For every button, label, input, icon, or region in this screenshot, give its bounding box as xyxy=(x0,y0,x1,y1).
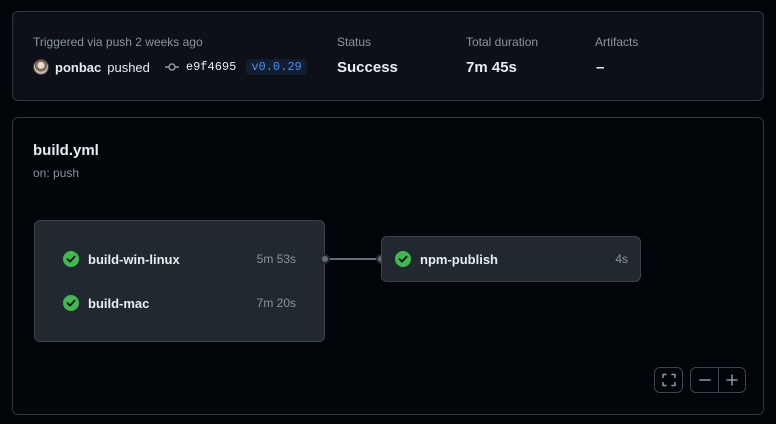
action-text: pushed xyxy=(107,59,150,75)
actor-link[interactable]: ponbac xyxy=(55,59,102,75)
job-name: build-mac xyxy=(88,295,150,311)
job-build-win-linux[interactable]: build-win-linux xyxy=(63,250,180,268)
workflow-trigger: on: push xyxy=(33,166,80,180)
status-label: Status xyxy=(337,35,372,49)
duration-value: 7m 45s xyxy=(466,59,517,76)
check-circle-fill-icon xyxy=(63,251,79,267)
check-circle-fill-icon xyxy=(63,295,79,311)
artifacts-value: – xyxy=(596,59,605,76)
plus-icon xyxy=(726,374,738,386)
duration-label: Total duration xyxy=(466,35,539,49)
job-npm-publish[interactable]: npm-publish xyxy=(395,250,498,268)
avatar[interactable] xyxy=(33,59,49,75)
job-duration: 4s xyxy=(615,252,628,266)
status-value: Success xyxy=(337,59,398,76)
zoom-controls xyxy=(690,367,746,393)
tag-badge[interactable]: v0.0.29 xyxy=(246,59,307,75)
commit-sha-link[interactable]: e9f4695 xyxy=(185,60,237,74)
zoom-out-button[interactable] xyxy=(691,368,718,392)
workflow-graph-card: build.yml on: push build-win-linux 5m 53… xyxy=(12,117,764,415)
trigger-text: Triggered via push 2 weeks ago xyxy=(33,35,203,49)
job-name: npm-publish xyxy=(420,251,498,267)
job-dependency-connector xyxy=(325,258,381,260)
job-npm-publish-box: npm-publish 4s xyxy=(381,236,641,282)
job-name: build-win-linux xyxy=(88,251,180,267)
check-circle-fill-icon xyxy=(395,251,411,267)
workflow-file-name: build.yml xyxy=(33,142,99,159)
artifacts-label: Artifacts xyxy=(595,35,639,49)
connector-start-dot xyxy=(320,254,330,264)
job-duration: 7m 20s xyxy=(256,296,296,310)
run-summary-card: Triggered via push 2 weeks ago ponbac pu… xyxy=(12,11,764,101)
git-commit-icon xyxy=(164,59,180,75)
fullscreen-button[interactable] xyxy=(654,367,683,393)
screen-full-icon xyxy=(661,373,676,387)
job-duration: 5m 53s xyxy=(256,252,296,266)
job-group: build-win-linux 5m 53s build-mac 7m 20s xyxy=(34,220,325,342)
zoom-in-button[interactable] xyxy=(718,368,745,392)
minus-icon xyxy=(698,379,711,381)
actor-row: ponbac pushed e9f4695 v0.0.29 xyxy=(33,59,307,75)
job-build-mac[interactable]: build-mac xyxy=(63,294,149,312)
